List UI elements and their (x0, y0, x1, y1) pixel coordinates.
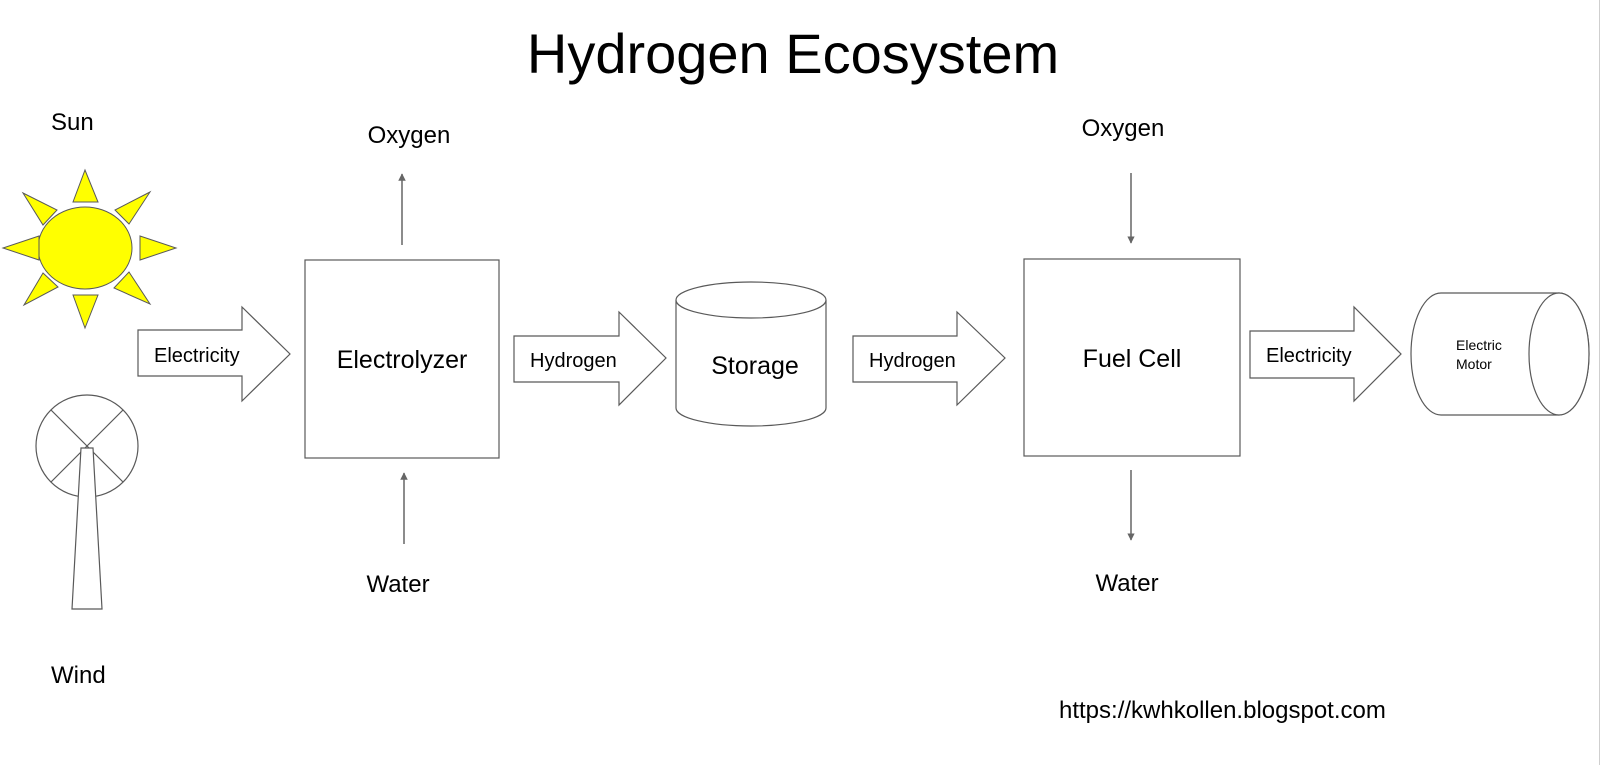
electrolyzer-oxygen-label: Oxygen (368, 122, 451, 149)
electric-motor-cylinder (1410, 292, 1590, 416)
fuel-cell-water-label: Water (1095, 570, 1158, 597)
storage-label: Storage (711, 352, 799, 380)
source-url: https://kwhkollen.blogspot.com (1059, 697, 1386, 724)
electricity-arrow-1 (137, 305, 291, 403)
sun-icon (1, 168, 178, 330)
fuel-cell-box (1023, 258, 1241, 457)
hydrogen-arrow-1 (513, 310, 667, 407)
hydrogen-arrow-2 (852, 310, 1006, 407)
electrolyzer-box (304, 259, 500, 459)
wind-label: Wind (51, 662, 106, 689)
hydrogen-arrow-2-label: Hydrogen (869, 350, 956, 372)
electric-motor-label-line1: Electric (1456, 337, 1502, 353)
storage-cylinder (675, 281, 827, 427)
wind-turbine-icon (35, 394, 139, 610)
electrolyzer-water-label: Water (366, 571, 429, 598)
electric-motor-label-line2: Motor (1456, 356, 1492, 372)
hydrogen-arrow-1-label: Hydrogen (530, 350, 617, 372)
diagram-title: Hydrogen Ecosystem (527, 22, 1059, 85)
electrolyzer-label: Electrolyzer (337, 346, 468, 374)
electricity-arrow-2-label: Electricity (1266, 345, 1352, 367)
fuel-cell-label: Fuel Cell (1083, 345, 1182, 373)
electricity-arrow-1-label: Electricity (154, 345, 240, 367)
electricity-arrow-2 (1249, 305, 1402, 403)
fuel-cell-oxygen-label: Oxygen (1082, 115, 1165, 142)
sun-label: Sun (51, 109, 94, 136)
